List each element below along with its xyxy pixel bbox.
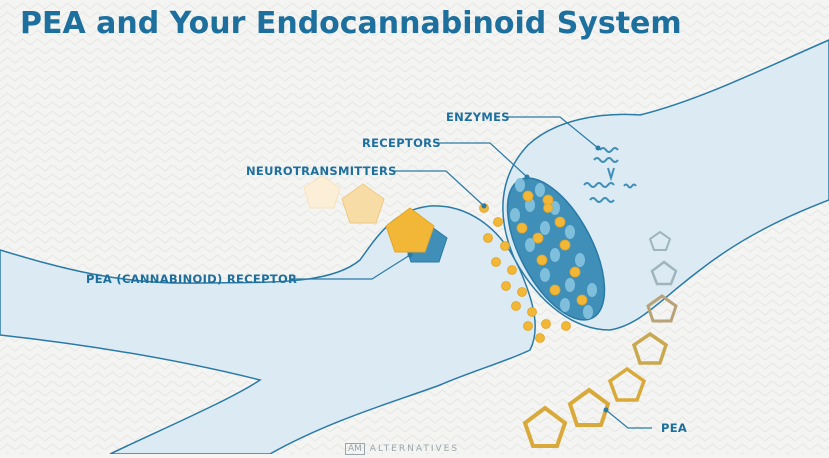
footer-brand: AM ALTERNATIVES [345, 443, 460, 455]
label-pea-receptor: PEA (CANNABINOID) RECEPTOR [86, 272, 297, 286]
neurotransmitter-pentagons [303, 175, 385, 224]
page-title: PEA and Your Endocannabinoid System [20, 6, 682, 41]
receptor-cluster [506, 177, 606, 321]
label-pea: PEA [661, 421, 687, 435]
label-neurotransmitters: NEUROTRANSMITTERS [246, 164, 397, 178]
pea-receptor [385, 207, 448, 263]
label-receptors: RECEPTORS [362, 136, 441, 150]
footer-text: ALTERNATIVES [369, 444, 460, 454]
label-enzymes: ENZYMES [446, 110, 510, 124]
footer-logo: AM [345, 443, 365, 455]
postsynaptic-neuron [0, 205, 536, 455]
neurotransmitter-dots [479, 203, 571, 343]
enzymes [583, 147, 637, 203]
leader-lines [290, 116, 652, 429]
pea-pentagons [522, 230, 678, 448]
